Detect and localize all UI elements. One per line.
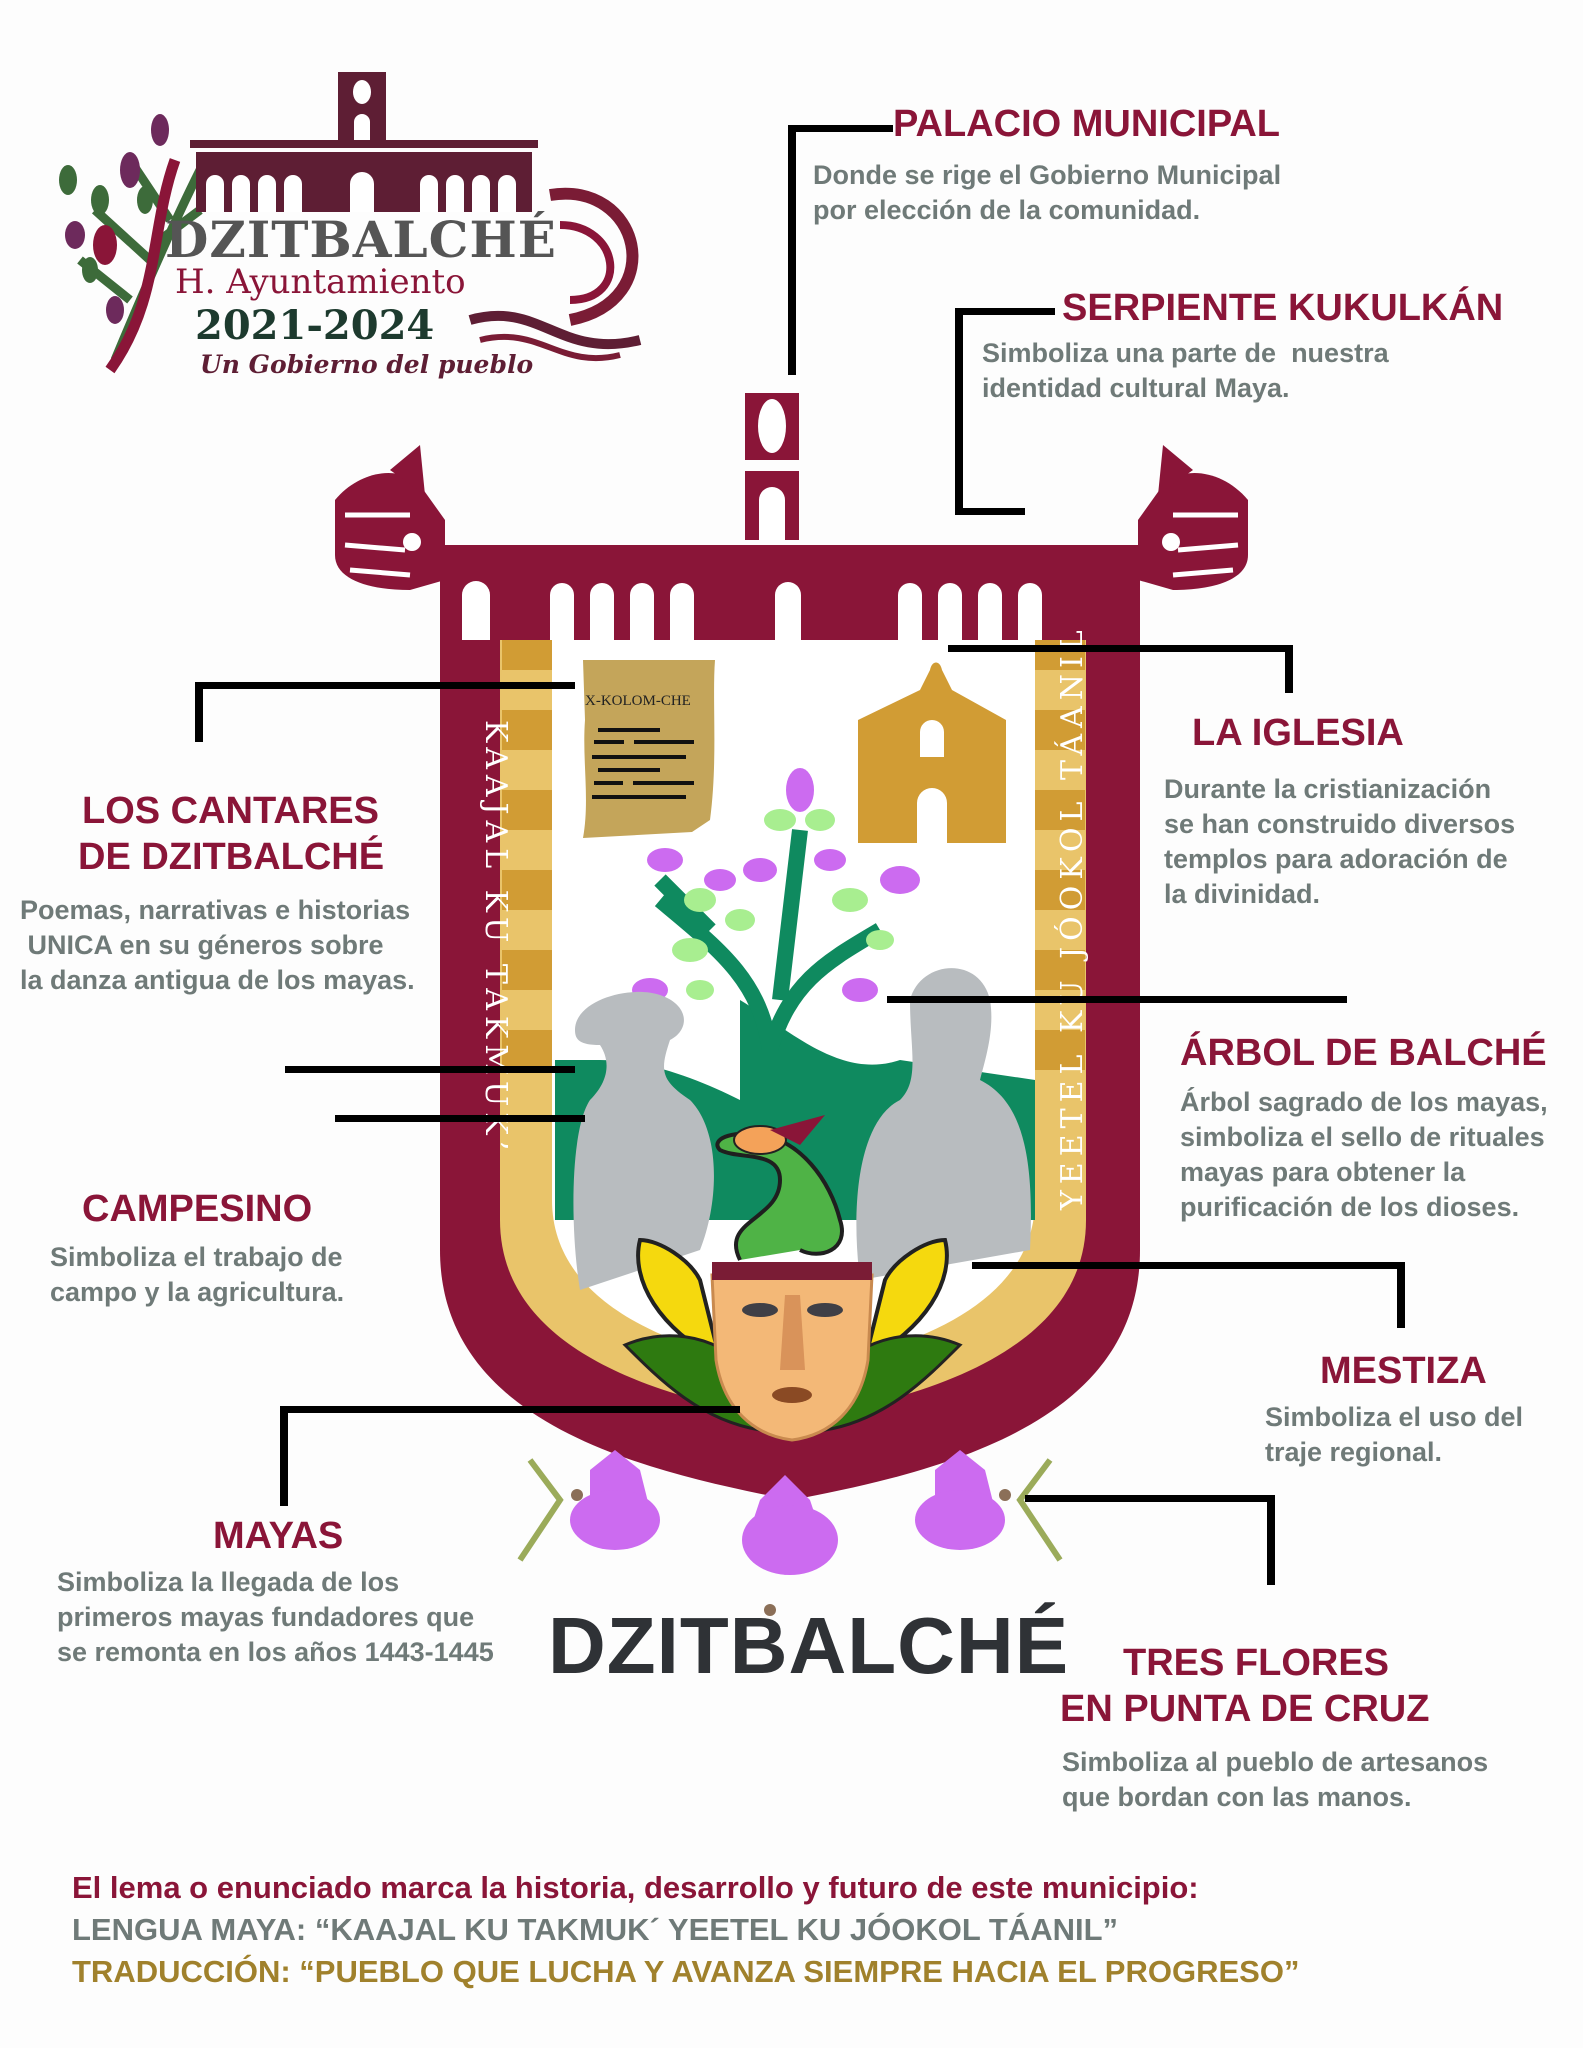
three-flowers bbox=[517, 1450, 1063, 1616]
serpent-head-left bbox=[335, 445, 445, 590]
kukulkan-serpent bbox=[715, 1131, 844, 1261]
footer-line-3: TRADUCCIÓN: “PUEBLO QUE LUCHA Y AVANZA S… bbox=[72, 1954, 1300, 1989]
palacio-desc: Donde se rige el Gobierno Municipal por … bbox=[813, 160, 1282, 226]
church bbox=[858, 662, 1006, 843]
right-motto: YEETEL KU JÓOKOL TÁANIL bbox=[1055, 624, 1090, 1210]
logo-slogan: Un Gobierno del pueblo bbox=[200, 350, 534, 379]
campesino-desc: Simboliza el trabajo de campo y la agric… bbox=[50, 1242, 345, 1308]
serpent-head-right bbox=[1138, 445, 1248, 590]
serpiente-desc: Simboliza una parte de nuestra identidad… bbox=[982, 338, 1389, 404]
logo-name: DZITBALCHÉ bbox=[165, 210, 557, 269]
mestiza-desc: Simboliza el uso del traje regional. bbox=[1265, 1402, 1524, 1468]
mestiza-title: MESTIZA bbox=[1320, 1350, 1487, 1392]
leader-serpiente-b bbox=[955, 508, 1025, 515]
leader-serpiente-h bbox=[955, 308, 1055, 315]
leader-mestiza-v bbox=[1397, 1262, 1405, 1328]
cantares-title-2: DE DZITBALCHÉ bbox=[78, 836, 385, 878]
left-motto: KAAJAL KU TAKMUK’ bbox=[478, 720, 513, 1157]
leader-campesino-2 bbox=[335, 1115, 585, 1122]
logo-years: 2021-2024 bbox=[195, 302, 435, 349]
mayas-desc: Simboliza la llegada de los primeros may… bbox=[57, 1567, 494, 1668]
leader-palacio bbox=[788, 125, 796, 375]
cantares-desc: Poemas, narrativas e historias UNICA en … bbox=[20, 895, 415, 996]
leader-flores bbox=[1025, 1495, 1275, 1502]
iglesia-desc: Durante la cristianización se han constr… bbox=[1164, 774, 1516, 910]
leader-campesino bbox=[285, 1066, 575, 1073]
cantares-title-1: LOS CANTARES bbox=[82, 790, 379, 832]
iglesia-title: LA IGLESIA bbox=[1192, 712, 1404, 754]
leader-cantares-v bbox=[195, 682, 203, 742]
serpiente-title: SERPIENTE KUKULKÁN bbox=[1062, 287, 1504, 329]
mestiza-silhouette bbox=[856, 968, 1031, 1280]
palace-tower bbox=[745, 393, 799, 540]
leader-serpiente bbox=[955, 308, 963, 513]
leader-mayas-v bbox=[280, 1406, 288, 1506]
footer-line-2: LENGUA MAYA: “KAAJAL KU TAKMUK´ YEETEL K… bbox=[72, 1912, 1119, 1947]
arbol-title: ÁRBOL DE BALCHÉ bbox=[1180, 1032, 1547, 1074]
leader-palacio-h bbox=[788, 125, 893, 132]
logo-subtitle: H. Ayuntamiento bbox=[175, 262, 466, 302]
town-name: DZITBALCHÉ bbox=[548, 1601, 1070, 1690]
xkolomche-scroll bbox=[583, 660, 715, 838]
leader-mestiza bbox=[972, 1262, 1405, 1269]
arbol-desc: Árbol sagrado de los mayas, simboliza el… bbox=[1180, 1087, 1548, 1223]
footer-line-1: El lema o enunciado marca la historia, d… bbox=[72, 1870, 1199, 1905]
palacio-title: PALACIO MUNICIPAL bbox=[893, 103, 1281, 145]
scroll-title: X-KOLOM-CHE bbox=[585, 693, 691, 709]
leader-cantares bbox=[195, 682, 575, 689]
flores-title-2: EN PUNTA DE CRUZ bbox=[1060, 1688, 1430, 1730]
tree-leaves bbox=[632, 768, 920, 1002]
flores-title-1: TRES FLORES bbox=[1123, 1642, 1390, 1684]
leader-arbol bbox=[887, 996, 1347, 1003]
leader-iglesia bbox=[948, 645, 1293, 652]
municipal-logo bbox=[59, 72, 642, 374]
flores-desc: Simboliza al pueblo de artesanos que bor… bbox=[1062, 1747, 1489, 1813]
leader-iglesia-v bbox=[1285, 645, 1293, 693]
shield bbox=[335, 445, 1248, 1500]
mayas-title: MAYAS bbox=[213, 1515, 344, 1557]
leader-mayas bbox=[280, 1406, 740, 1413]
leader-flores-v bbox=[1267, 1495, 1275, 1585]
campesino-title: CAMPESINO bbox=[82, 1188, 313, 1230]
campesino-silhouette bbox=[573, 991, 714, 1290]
